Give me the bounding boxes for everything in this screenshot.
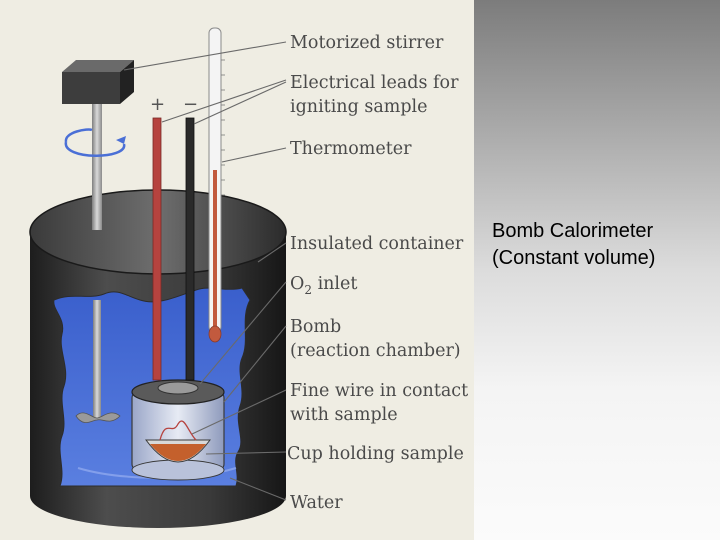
- stirrer-shaft-upper: [92, 104, 102, 230]
- negative-lead: [185, 117, 195, 381]
- label-bomb-line2: (reaction chamber): [290, 341, 461, 361]
- sample: [150, 444, 206, 461]
- label-thermometer: Thermometer: [290, 139, 412, 159]
- bomb-reaction-chamber: [131, 379, 225, 481]
- calorimeter-diagram: + −: [29, 27, 468, 528]
- negative-sign: −: [183, 94, 198, 115]
- thermometer-scale: [221, 59, 225, 196]
- label-cup-holding-sample: Cup holding sample: [287, 444, 464, 464]
- label-motorized-stirrer: Motorized stirrer: [290, 33, 444, 53]
- positive-sign: +: [150, 94, 165, 115]
- label-bomb-line1: Bomb: [290, 317, 341, 337]
- electrical-leads: + −: [150, 94, 198, 381]
- caption-subtitle: (Constant volume): [492, 247, 656, 269]
- thermometer: [208, 27, 225, 343]
- stirrer-shaft-lower: [93, 300, 101, 418]
- slide-caption: Bomb Calorimeter (Constant volume): [492, 218, 714, 272]
- label-o2-inlet: O2 inlet: [290, 274, 357, 297]
- label-insulated-container: Insulated container: [290, 234, 464, 254]
- o2-inlet-valve: [157, 381, 199, 395]
- caption-title: Bomb Calorimeter: [492, 220, 654, 242]
- positive-lead: [152, 117, 162, 381]
- stirrer-paddle: [75, 412, 121, 423]
- leader-lines: [123, 41, 287, 501]
- stirrer-motor: [62, 72, 120, 104]
- label-electrical-leads-line2: igniting sample: [290, 97, 428, 117]
- motorized-stirrer: [62, 60, 134, 423]
- fine-wire: [159, 420, 197, 441]
- label-electrical-leads-line1: Electrical leads for: [290, 73, 459, 93]
- label-water: Water: [290, 493, 343, 513]
- label-fine-wire-line2: with sample: [290, 405, 398, 425]
- calorimeter-figure: + −: [0, 0, 474, 540]
- sample-cup: [145, 420, 211, 463]
- gradient-side-panel: [474, 0, 720, 540]
- rotation-arrow: [64, 141, 126, 157]
- label-fine-wire-line1: Fine wire in contact: [290, 381, 468, 401]
